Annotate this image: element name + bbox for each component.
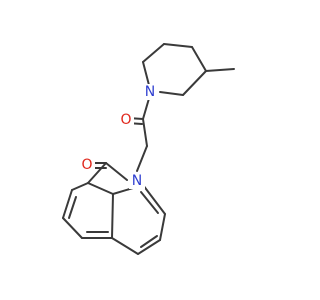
bond [62, 217, 83, 239]
bond [159, 91, 184, 96]
bond [71, 182, 89, 191]
bond [136, 145, 148, 172]
bond [87, 182, 114, 195]
atom-label-background [142, 84, 158, 100]
bond [159, 213, 166, 241]
bond [62, 189, 73, 219]
atom-label-background [79, 157, 95, 173]
bond [191, 46, 207, 72]
atom-label-o-ketone: O [120, 112, 131, 128]
atom-label-n-lactam: N [132, 173, 142, 189]
atom-label-layer: N O N O [79, 84, 158, 189]
bond [87, 162, 107, 184]
bond [111, 193, 114, 239]
bond [140, 191, 159, 214]
atom-label-background [129, 173, 145, 189]
bond [111, 237, 139, 255]
atom-label-n-piperidine: N [145, 84, 155, 100]
atom-label-o-lactam: O [81, 157, 92, 173]
bond [182, 70, 207, 96]
atom-label-background [118, 112, 134, 128]
bond [142, 118, 148, 147]
bond [137, 239, 161, 255]
bond-layer [62, 43, 235, 255]
chemical-structure-diagram: N O N O [62, 43, 235, 255]
bond [142, 43, 165, 63]
bond [163, 43, 193, 48]
bond [205, 68, 235, 72]
bond [142, 184, 166, 215]
bond [140, 235, 158, 248]
bond [68, 196, 77, 219]
bond [105, 162, 128, 181]
